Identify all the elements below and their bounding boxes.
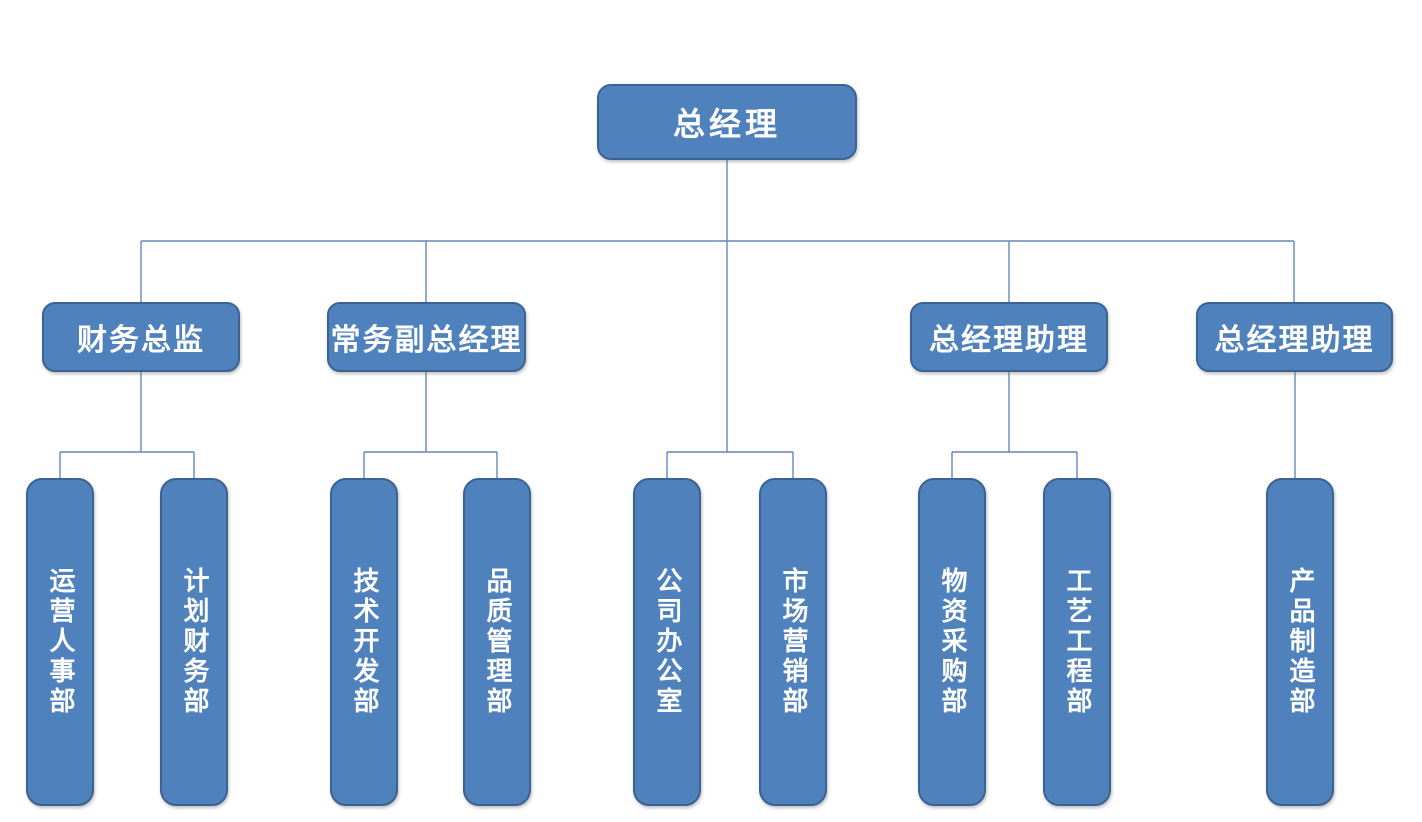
node-executive-deputy-gm-label: 常务副总经理 (330, 324, 523, 357)
node-gm-assistant-2-label: 总经理助理 (1214, 324, 1375, 357)
node-tech-development-dept: 技术开发部 (330, 478, 398, 806)
node-marketing-dept: 市场营销部 (759, 478, 827, 806)
node-marketing-dept-label: 市场营销部 (779, 567, 808, 717)
node-planning-finance-dept: 计划财务部 (160, 478, 228, 806)
node-gm-assistant-1: 总经理助理 (910, 302, 1108, 372)
node-finance-director-label: 财务总监 (77, 324, 205, 357)
node-tech-development-dept-label: 技术开发部 (350, 567, 379, 717)
node-general-manager: 总经理 (597, 84, 857, 160)
node-quality-management-dept: 品质管理部 (463, 478, 531, 806)
node-executive-deputy-gm: 常务副总经理 (327, 302, 526, 372)
node-product-manufacturing-dept: 产品制造部 (1266, 478, 1334, 806)
node-materials-procurement-dept: 物资采购部 (918, 478, 986, 806)
connector-path-branches (59, 372, 1296, 478)
node-product-manufacturing-dept-label: 产品制造部 (1286, 567, 1315, 717)
node-operations-hr-dept-label: 运营人事部 (46, 567, 75, 717)
node-quality-management-dept-label: 品质管理部 (483, 567, 512, 717)
node-process-engineering-dept-label: 工艺工程部 (1063, 567, 1092, 717)
node-gm-assistant-1-label: 总经理助理 (929, 324, 1089, 357)
node-general-manager-label: 总经理 (672, 106, 781, 142)
node-process-engineering-dept: 工艺工程部 (1043, 478, 1111, 806)
node-finance-director: 财务总监 (42, 302, 240, 372)
node-company-office: 公司办公室 (633, 478, 701, 806)
node-gm-assistant-2: 总经理助理 (1196, 302, 1393, 372)
node-company-office-label: 公司办公室 (653, 567, 682, 717)
node-materials-procurement-dept-label: 物资采购部 (938, 567, 967, 717)
connector-path-top (140, 160, 1295, 452)
node-planning-finance-dept-label: 计划财务部 (180, 567, 209, 717)
node-operations-hr-dept: 运营人事部 (26, 478, 94, 806)
